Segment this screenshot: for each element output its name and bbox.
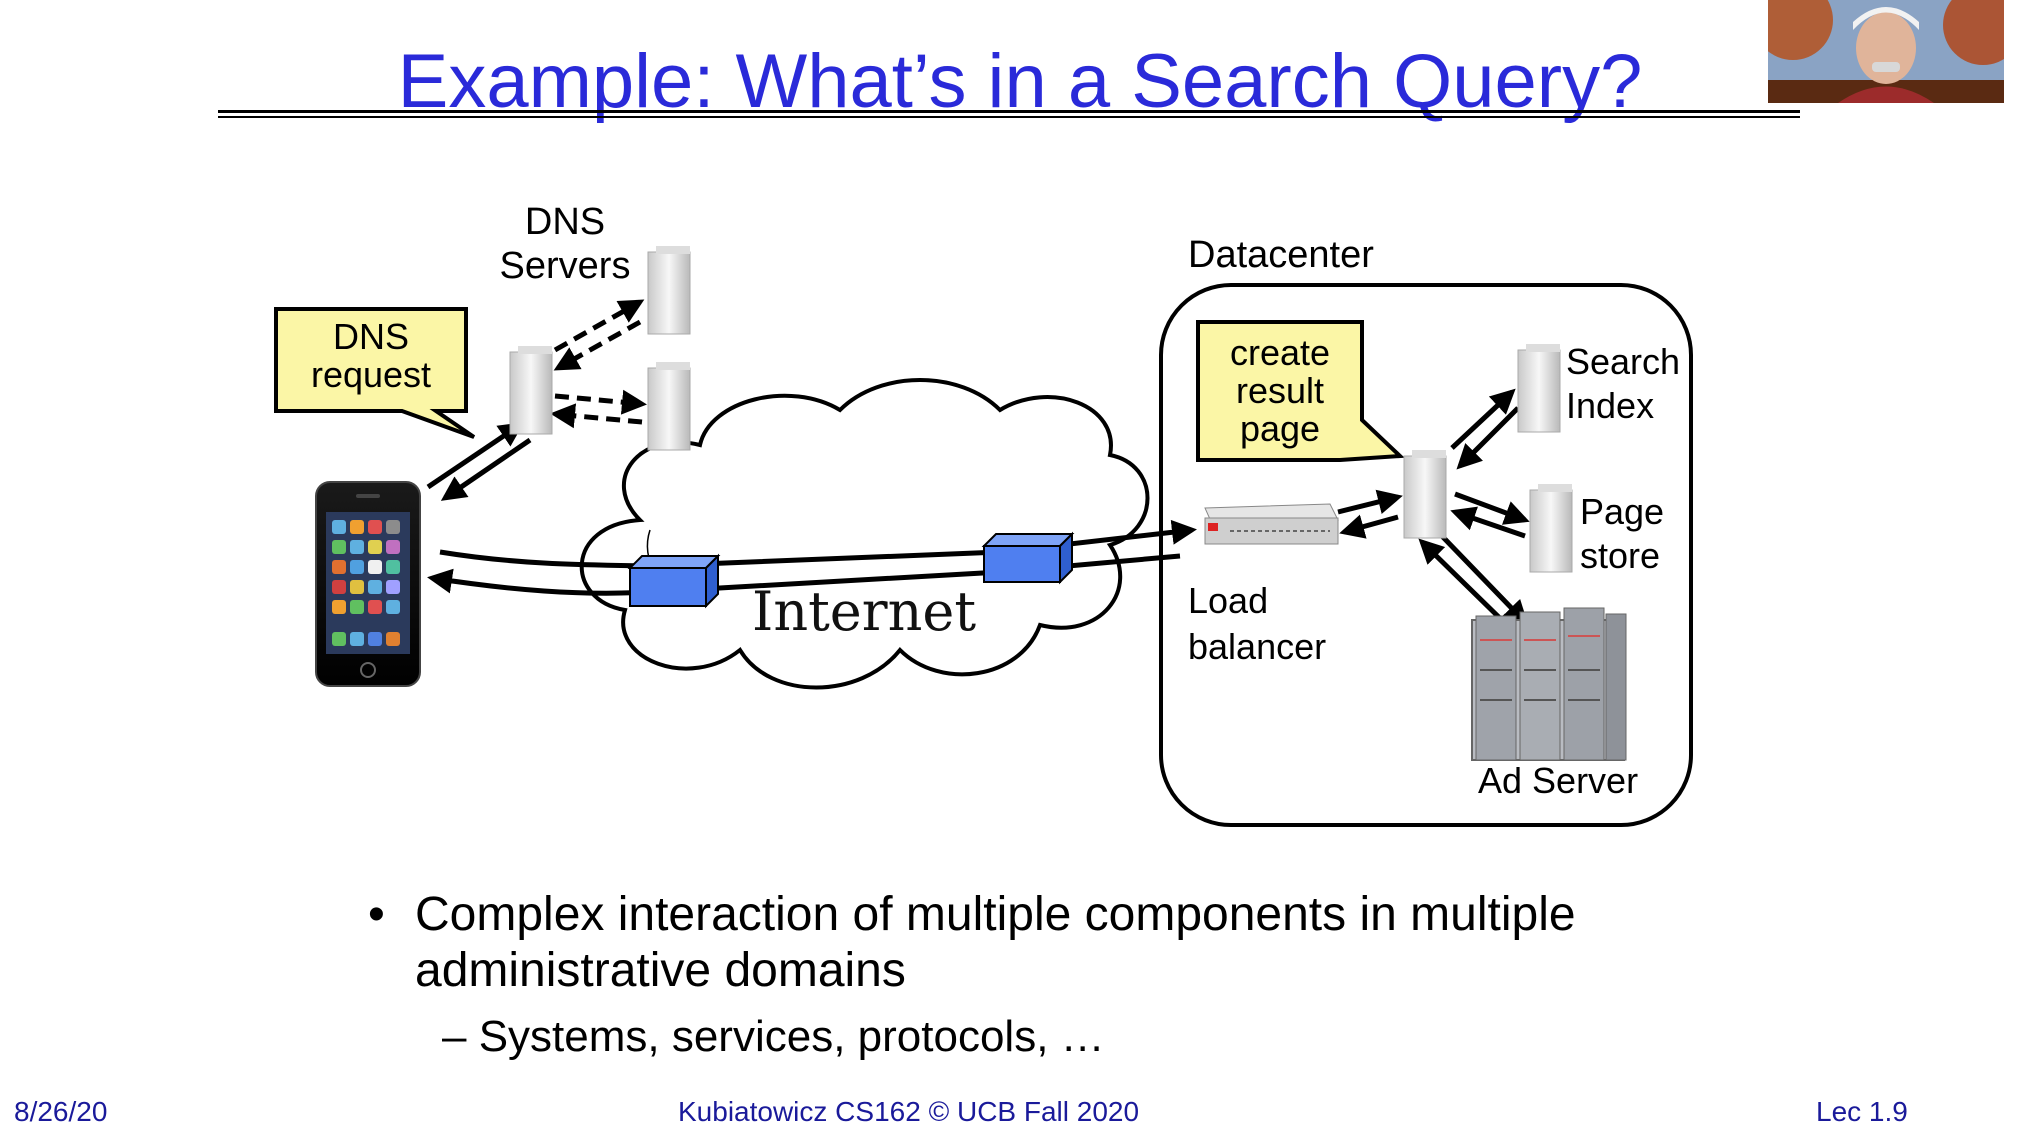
router-icon [1204,503,1339,545]
search-index-line2: Index [1566,385,1655,426]
server-icon-dns-1 [647,246,691,335]
packet-2 [981,531,1075,585]
page-store-label: Page store [1580,490,1664,578]
footer-date: 8/26/20 [14,1096,108,1127]
bullet-main: Complex interaction of multiple componen… [415,887,1735,999]
create-result-page-text: create result page [1198,334,1362,448]
load-balancer-line2: balancer [1188,626,1327,667]
server-icon-frontend [1403,450,1447,539]
rack-server-icon [1471,607,1627,761]
title-underline-2 [218,116,1800,118]
dns-request-line1: DNS [332,316,409,357]
load-balancer-label: Load balancer [1188,578,1326,670]
page-store-line2: store [1580,535,1661,576]
dns-servers-label-line2: Servers [499,245,631,287]
create-result-page-callout [1196,320,1405,462]
ad-server-label: Ad Server [1478,760,1639,801]
create-line2: result [1235,370,1325,411]
server-icon-dns-client [509,346,553,435]
cloud-icon [579,378,1150,690]
dns-servers-label-line1: DNS [524,201,606,243]
bullet-main-line1: Complex interaction of multiple componen… [415,888,1576,941]
webcam-thumbnail [1768,0,2004,103]
dns-request-callout [274,307,476,439]
datacenter-box [1159,283,1693,827]
footer-course: Kubiatowicz CS162 © UCB Fall 2020 [678,1096,1140,1127]
bullet-sub: – Systems, services, protocols, … [442,1012,1105,1061]
datacenter-label: Datacenter [1188,234,1374,276]
server-icon-page-store [1529,484,1573,573]
search-index-line1: Search [1566,341,1681,382]
packet-1 [627,553,721,609]
dns-request-text: DNS request [276,318,466,394]
server-icon-dns-2 [647,362,691,451]
dns-request-line2: request [310,354,432,395]
smartphone-icon [315,481,421,687]
server-icon-search-index [1517,344,1561,433]
footer-lecture: Lec 1.9 [1816,1096,1908,1127]
dns-servers-label: DNS Servers [480,200,650,288]
page-store-line1: Page [1580,491,1665,532]
load-balancer-line1: Load [1188,580,1269,621]
search-index-label: Search Index [1566,340,1680,428]
slide-title: Example: What’s in a Search Query? [397,39,1643,124]
create-line3: page [1239,408,1321,449]
create-line1: create [1229,332,1331,373]
title-underline [218,110,1800,113]
bullet-marker: • [368,888,385,941]
internet-label: Internet [752,580,977,643]
bullet-main-line2: administrative domains [415,944,906,997]
